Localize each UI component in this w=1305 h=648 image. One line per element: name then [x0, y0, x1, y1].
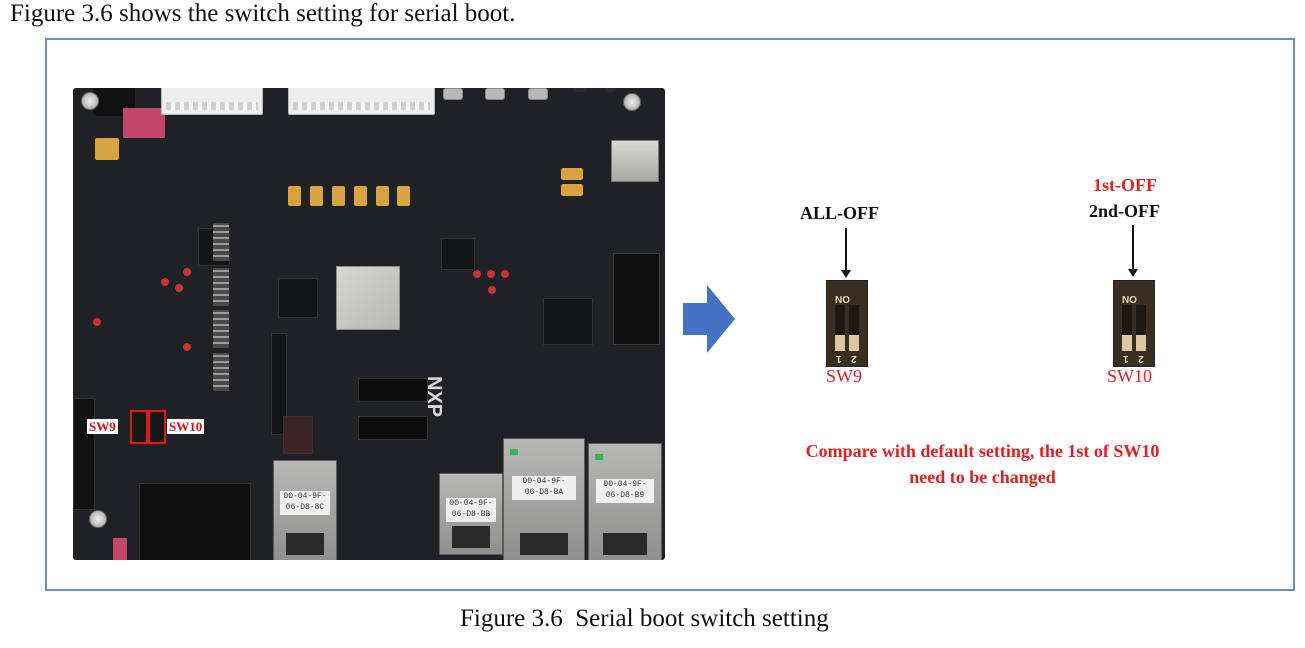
bottom-connector: [139, 483, 251, 560]
sw10-name: SW10: [1107, 366, 1152, 386]
ethernet-port: 00-04-9F- 06-D8-B9: [588, 443, 662, 560]
m2-slot: [358, 416, 428, 440]
capacitor: [397, 186, 410, 206]
ic-chip: [543, 298, 593, 345]
note-line-2: need to be changed: [909, 467, 1056, 487]
rj45-socket: [603, 533, 647, 555]
led: [183, 268, 191, 276]
m2-slot: [358, 378, 428, 402]
sw10-dip-switch: ON 1 2: [1113, 280, 1155, 367]
antenna-knob-2: [606, 88, 616, 92]
position-number: 2: [1138, 353, 1144, 364]
screw-icon: [623, 93, 641, 111]
screw-icon: [81, 92, 99, 110]
led: [488, 286, 496, 294]
antenna-knob-1: [575, 88, 585, 92]
switch-slot-1: [1122, 305, 1132, 351]
sw10-tag: SW10: [167, 419, 205, 434]
mac-label: 00-04-9F- 06-D8-B9: [596, 479, 654, 504]
header-pins: [213, 310, 229, 348]
capacitor: [561, 168, 583, 180]
sw10-setting-label-1: 1st-OFF: [1093, 175, 1157, 195]
position-number: 1: [836, 353, 842, 364]
pcie-connector: [613, 253, 660, 345]
intro-text: Figure 3.6 shows the switch setting for …: [10, 0, 516, 27]
mac-label: 00-04-9F- 06-D8-8C: [280, 491, 330, 515]
usb-port-3: [528, 88, 548, 100]
position-number: 2: [851, 353, 857, 364]
figure-caption: Figure 3.6 Serial boot switch setting: [460, 605, 829, 632]
sw9-tag: SW9: [87, 419, 118, 434]
capacitor: [354, 186, 367, 206]
usb-port-1: [443, 88, 463, 100]
mac-label: 00-04-9F- 06-D8-BA: [512, 475, 576, 500]
capacitor: [310, 186, 323, 206]
capacitor: [332, 186, 345, 206]
sw10-highlight: [148, 410, 166, 444]
connector-strip: [271, 333, 287, 435]
ethernet-port: 00-04-9F- 06-D8-BA: [503, 438, 585, 560]
board-photo: NXP SW9 SW10 00-04-9F- 06-D8-8C 00-04-9F…: [73, 88, 665, 560]
note-text: Compare with default setting, the 1st of…: [760, 438, 1205, 490]
led: [183, 343, 191, 351]
sw9-setting-label: ALL-OFF: [800, 203, 879, 223]
led: [595, 454, 603, 460]
capacitor: [288, 186, 301, 206]
led: [161, 278, 169, 286]
ethernet-port: 00-04-9F- 06-D8-8C: [273, 460, 337, 560]
switch-slot-2: [1136, 305, 1146, 351]
position-number: 1: [1123, 353, 1129, 364]
led: [93, 318, 101, 326]
screw-icon: [89, 510, 107, 528]
sw10-setting-label-2: 2nd-OFF: [1089, 201, 1161, 221]
switch-slot-2: [849, 305, 859, 351]
nxp-logo: NXP: [423, 376, 445, 418]
processor-chip: [336, 266, 400, 330]
down-arrow-icon: [1127, 225, 1139, 277]
power-switch: [123, 108, 165, 138]
usb-port-2: [485, 88, 505, 100]
down-arrow-icon: [840, 228, 852, 278]
rj45-socket: [520, 533, 568, 555]
capacitor: [95, 138, 119, 160]
white-connector-2: [288, 88, 435, 115]
ic-chip: [278, 278, 318, 318]
led: [175, 284, 183, 292]
led: [487, 270, 495, 278]
sw9-highlight: [130, 410, 148, 444]
rj45-socket: [286, 533, 324, 555]
led: [473, 270, 481, 278]
header-pins: [213, 353, 229, 391]
rj45-socket: [452, 526, 490, 548]
switch-slot-1: [835, 305, 845, 351]
ethernet-port: 00-04-9F- 06-D8-BB: [439, 473, 503, 555]
header-pins: [213, 223, 229, 261]
right-arrow-icon: [683, 285, 735, 353]
on-label: ON: [1122, 293, 1137, 304]
led: [510, 449, 518, 455]
sd-card-slot: [611, 140, 659, 182]
capacitor: [376, 186, 389, 206]
on-label: ON: [835, 293, 850, 304]
capacitor: [561, 184, 583, 196]
led: [501, 270, 509, 278]
white-connector-1: [161, 88, 263, 115]
figure-frame: [45, 38, 1295, 591]
ic-chip: [283, 416, 313, 454]
sw9-dip-switch: ON 1 2: [826, 280, 868, 367]
ic-chip: [441, 238, 475, 270]
pink-part: [113, 538, 127, 560]
mac-label: 00-04-9F- 06-D8-BB: [446, 498, 496, 522]
sw9-name: SW9: [826, 366, 862, 386]
note-line-1: Compare with default setting, the 1st of…: [805, 441, 1160, 461]
header-pins: [213, 268, 229, 306]
side-header: [73, 398, 95, 510]
